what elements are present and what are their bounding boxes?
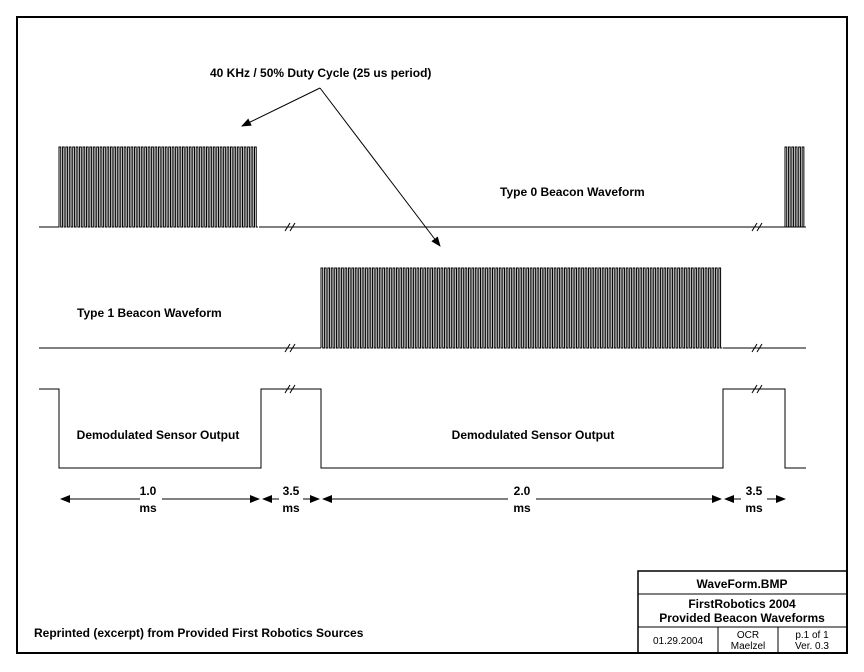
dim3-value: 2.0 [514,484,531,498]
dim4-unit: ms [745,501,763,515]
dim4-value: 3.5 [746,484,763,498]
demodulated-output-waveform: Demodulated Sensor Output Demodulated Se… [39,384,806,469]
title-block-filename: WaveForm.BMP [697,577,788,591]
type1-burst [320,267,723,349]
title-block-author-line2: Maelzel [731,641,765,652]
title-block-project-line1: FirstRobotics 2004 [688,597,796,611]
title-block-frame [637,570,848,654]
dim1-unit: ms [139,501,157,515]
carrier-arrow-right [319,87,441,247]
type1-break-mark-1 [284,343,296,353]
type0-burst-1 [39,146,258,228]
type1-waveform-label: Type 1 Beacon Waveform [77,306,222,320]
demod-trace [39,388,806,469]
title-block: WaveForm.BMP FirstRobotics 2004 Provided… [637,570,848,654]
sheet-border [16,16,848,654]
type0-waveform-label: Type 0 Beacon Waveform [500,185,645,199]
demod-label-right: Demodulated Sensor Output [452,428,615,442]
dim1-value: 1.0 [140,484,157,498]
title-block-author-line1: OCR [737,630,759,641]
title-block-page: p.1 of 1 [795,630,829,641]
type0-waveform: Type 0 Beacon Waveform [39,146,806,232]
type0-burst-2 [784,146,806,228]
timing-dimensions: 1.0 ms 3.5 ms 2.0 ms 3.5 ms [60,484,786,515]
title-block-version: Ver. 0.3 [795,641,829,652]
title-block-project-line2: Provided Beacon Waveforms [659,611,825,625]
type0-break-mark-2 [751,222,763,232]
carrier-arrow-left [241,87,321,127]
demod-label-left: Demodulated Sensor Output [77,428,240,442]
dim2-unit: ms [282,501,300,515]
carrier-annotation-label: 40 KHz / 50% Duty Cycle (25 us period) [210,66,431,80]
type0-break-mark-1 [284,222,296,232]
dim2-value: 3.5 [283,484,300,498]
demod-break-mark-1 [284,384,296,394]
type1-break-mark-2 [751,343,763,353]
footer-note: Reprinted (excerpt) from Provided First … [34,626,364,640]
type1-waveform: Type 1 Beacon Waveform [39,267,806,353]
demod-break-mark-2 [751,384,763,394]
title-block-date: 01.29.2004 [653,636,703,647]
dim3-unit: ms [513,501,531,515]
